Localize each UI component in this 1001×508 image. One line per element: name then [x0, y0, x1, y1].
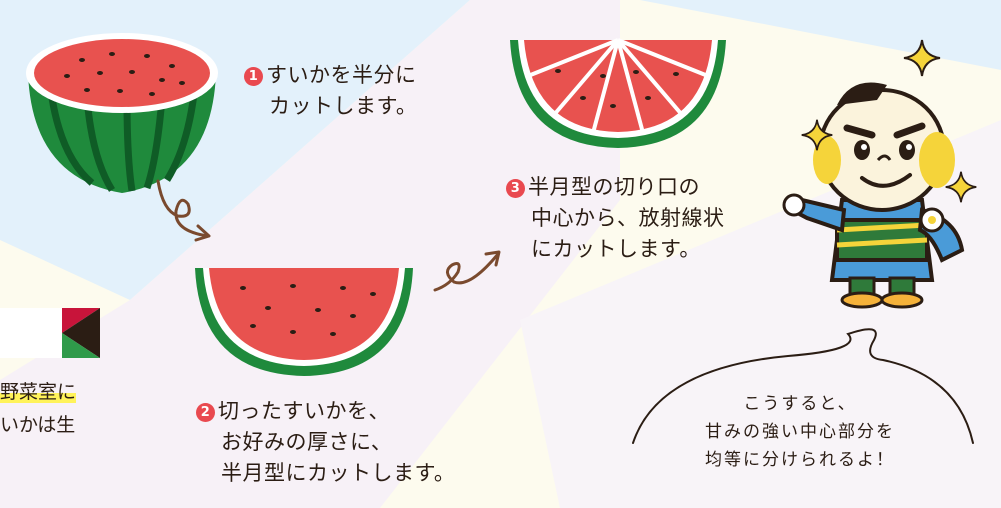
- step-number-badge: 2: [196, 403, 215, 422]
- left-partial-text: 野菜室に いかは生: [0, 381, 77, 436]
- speech-bubble: [632, 328, 974, 444]
- sparkle-icon: [945, 171, 977, 203]
- sparkle-icon: [801, 119, 833, 151]
- step-number-badge: 3: [506, 179, 525, 198]
- tip-note: こうすると、 甘みの強い中心部分を 均等に分けられるよ！: [705, 394, 895, 470]
- step-number-badge: 1: [244, 67, 263, 86]
- curly-arrow-icon: [156, 179, 211, 242]
- curly-arrow-icon: [433, 250, 501, 292]
- radial-cut-slice-icon: [510, 38, 726, 148]
- sparkle-icon: [903, 39, 941, 77]
- banner-fragment: [0, 308, 100, 358]
- mascot-character-icon: [782, 82, 965, 309]
- half-moon-slice-icon: [195, 268, 413, 376]
- half-watermelon-icon: [26, 33, 218, 193]
